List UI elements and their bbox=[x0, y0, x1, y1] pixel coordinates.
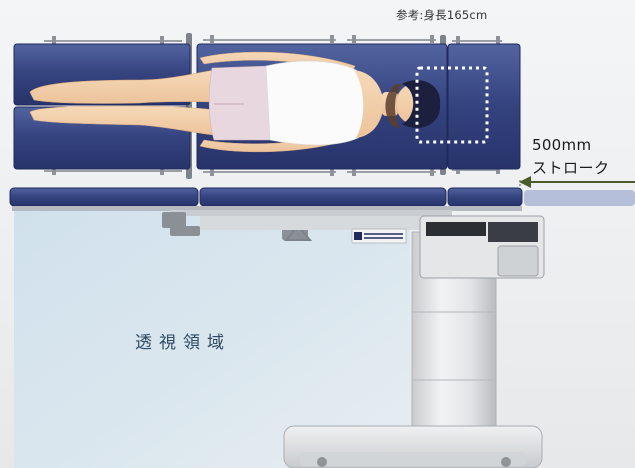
side-rails-top bbox=[44, 39, 502, 173]
fluoroscopy-region bbox=[14, 210, 410, 468]
brand-logo-icon bbox=[351, 228, 407, 244]
table-top-view bbox=[13, 33, 521, 179]
rail-clamps bbox=[52, 35, 500, 176]
table-side-view bbox=[9, 187, 635, 468]
height-reference-note: 参考:身長165cm bbox=[396, 8, 488, 22]
stroke-label: ストローク bbox=[532, 159, 610, 177]
stroke-arrow-icon bbox=[519, 176, 635, 188]
patient-figure bbox=[29, 51, 441, 153]
head-pad bbox=[447, 43, 521, 170]
extended-head-section bbox=[524, 190, 635, 206]
fluoroscopy-area-label: 透視領域 bbox=[135, 333, 231, 353]
stroke-value-label: 500mm bbox=[532, 136, 592, 154]
